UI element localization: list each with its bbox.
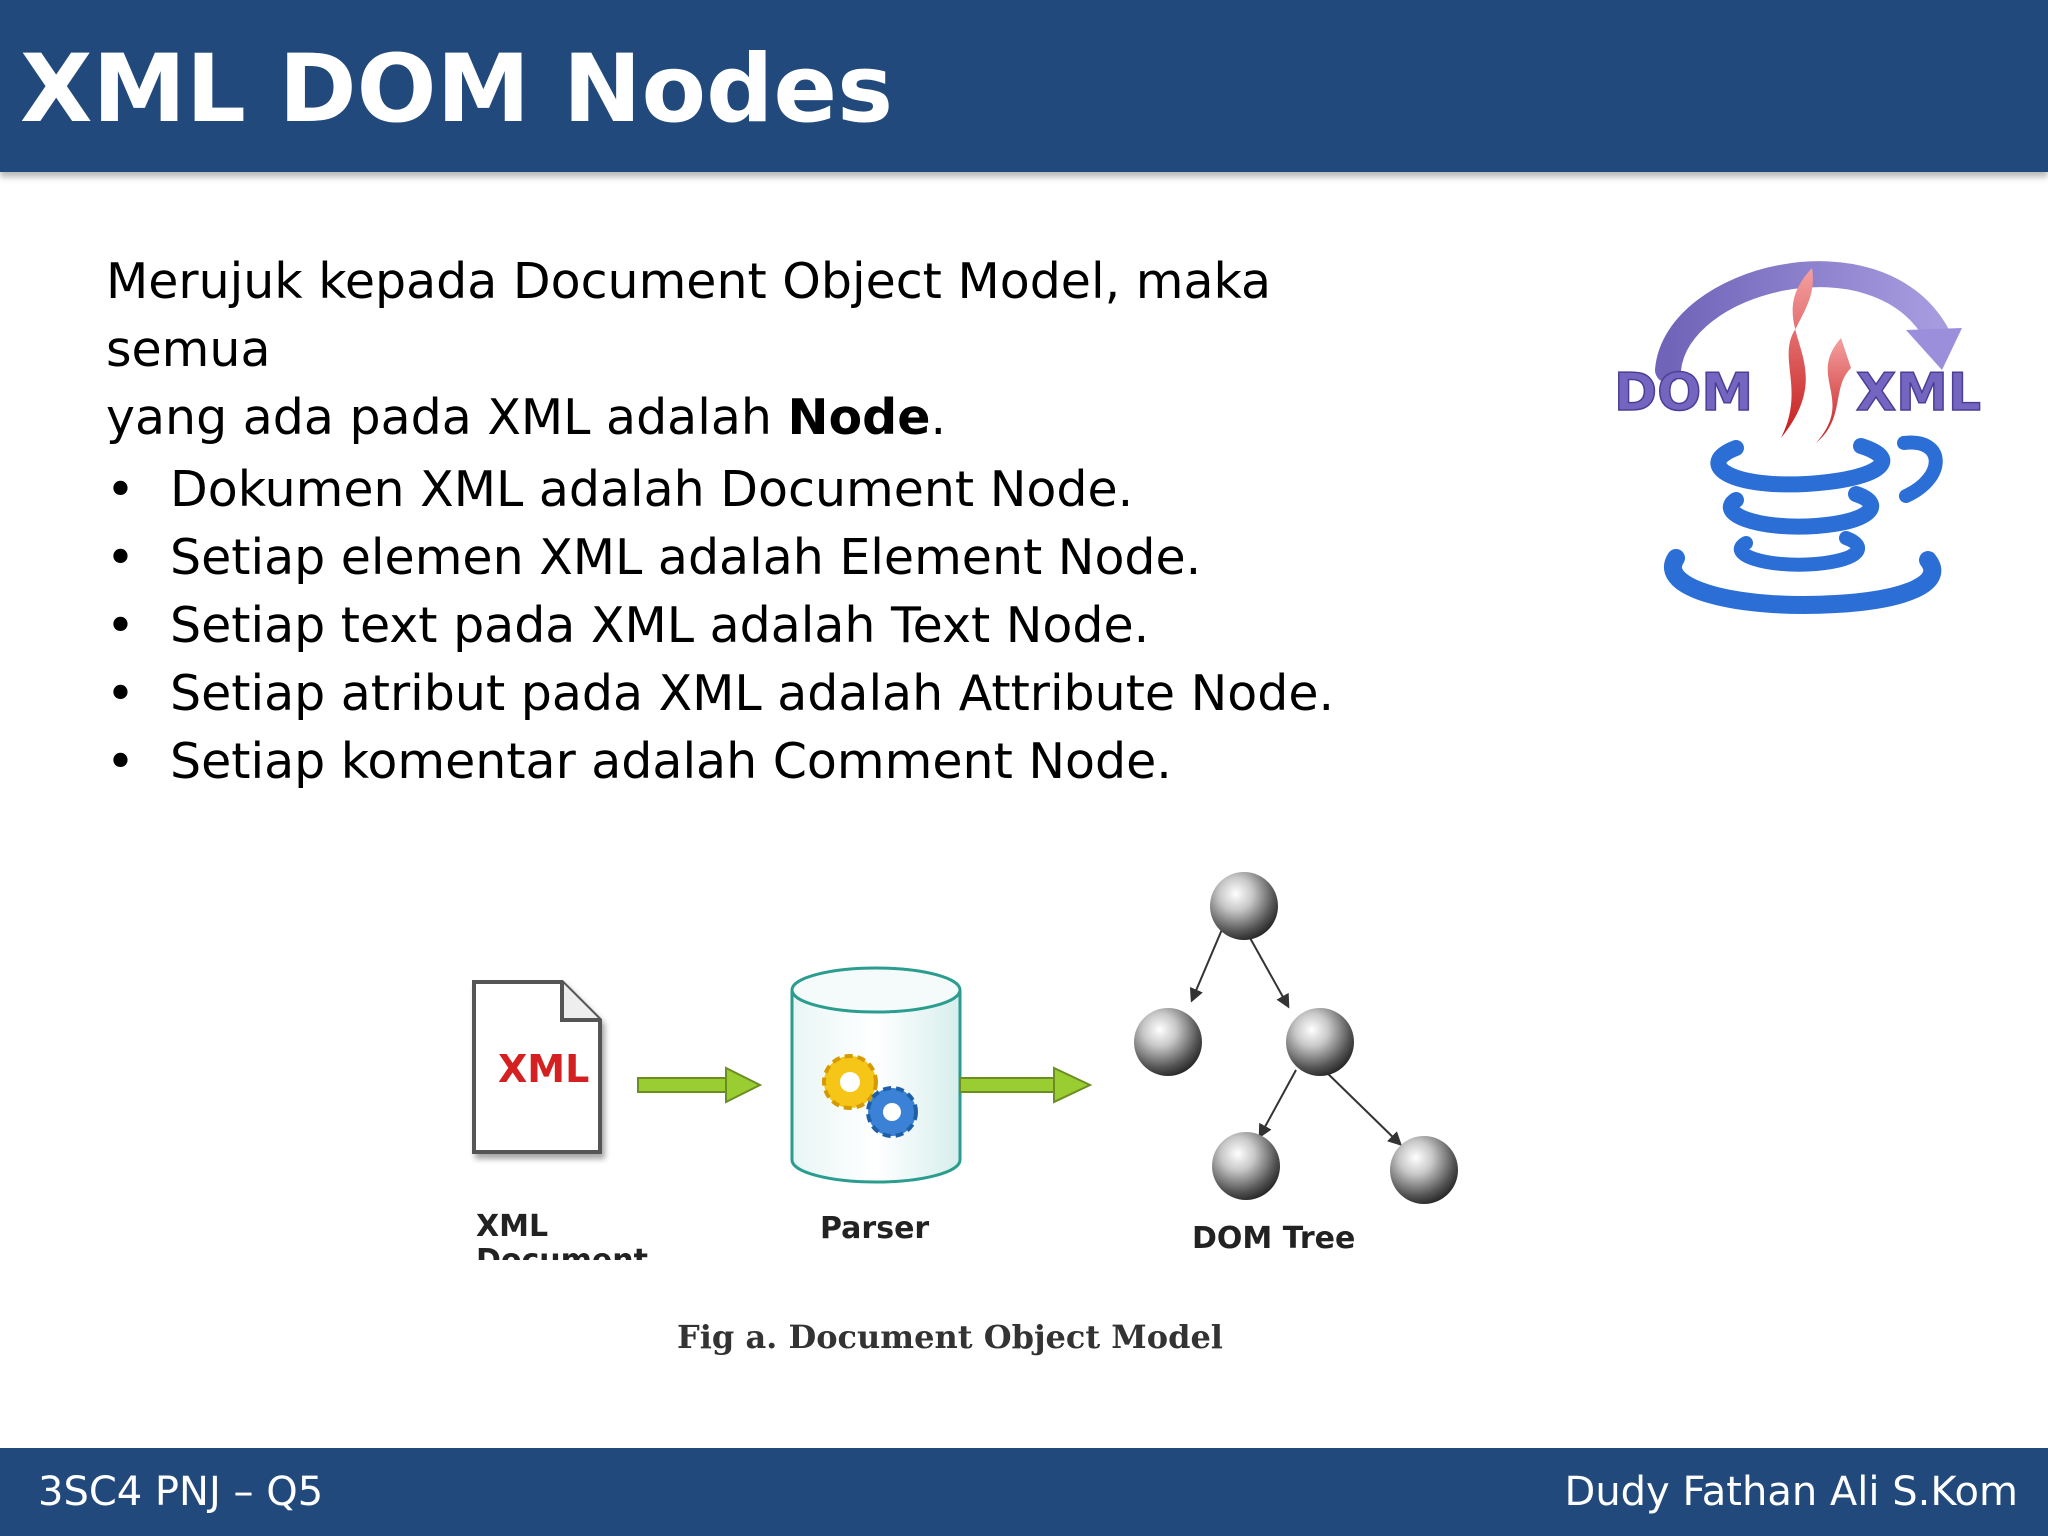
bullet-icon: •: [106, 529, 135, 586]
bullet-text: Setiap komentar adalah Comment Node.: [170, 733, 1172, 790]
dom-tree-icon: [1134, 872, 1458, 1204]
bullet-list: • Dokumen XML adalah Document Node. • Seti…: [106, 456, 1406, 796]
slide-footer: 3SC4 PNJ – Q5 Dudy Fathan Ali S.Kom: [0, 1448, 2048, 1536]
parser-label: Parser: [820, 1211, 929, 1246]
list-item: • Setiap text pada XML adalah Text Node.: [106, 592, 1406, 660]
arc-arrowhead-icon: [1906, 328, 1962, 370]
bullet-icon: •: [106, 665, 135, 722]
list-item: • Setiap elemen XML adalah Element Node.: [106, 524, 1406, 592]
footer-author: Dudy Fathan Ali S.Kom: [1564, 1469, 2018, 1515]
list-item: • Dokumen XML adalah Document Node.: [106, 456, 1406, 524]
xml-doc-icon-text: XML: [498, 1047, 589, 1091]
bullet-text: Dokumen XML adalah Document Node.: [170, 461, 1134, 518]
cup-icon: [1664, 435, 1943, 614]
parser-cylinder-icon: [790, 966, 962, 1184]
page-title: XML DOM Nodes: [20, 35, 894, 144]
bullet-icon: •: [106, 597, 135, 654]
intro-line-2-prefix: yang ada pada XML adalah: [106, 389, 788, 446]
list-item: • Setiap atribut pada XML adalah Attribut…: [106, 660, 1406, 728]
tree-node: [1134, 1008, 1202, 1076]
footer-course: 3SC4 PNJ – Q5: [38, 1469, 324, 1515]
dom-tree-label: DOM Tree: [1192, 1221, 1355, 1256]
flame-icon-2: [1816, 338, 1851, 443]
tree-node: [1390, 1136, 1458, 1204]
xml-document-icon: XML: [472, 980, 602, 1154]
intro-paragraph: Merujuk kepada Document Object Model, ma…: [106, 248, 1406, 452]
bullet-text: Setiap elemen XML adalah Element Node.: [170, 529, 1202, 586]
xml-document-label-2: Document: [476, 1243, 648, 1260]
slide-header: XML DOM Nodes: [0, 0, 2048, 172]
intro-line-2-suffix: .: [930, 389, 947, 446]
dom-diagram: XML XML Document Parser DOM: [472, 872, 1458, 1260]
tree-node: [1212, 1132, 1280, 1200]
figure-caption: Fig a. Document Object Model: [677, 1318, 1223, 1356]
arrow-icon: [959, 1066, 1093, 1104]
bullet-text: Setiap text pada XML adalah Text Node.: [170, 597, 1150, 654]
intro-line-1: Merujuk kepada Document Object Model, ma…: [106, 253, 1272, 378]
bullet-text: Setiap atribut pada XML adalah Attribute…: [170, 665, 1335, 722]
list-item: • Setiap komentar adalah Comment Node.: [106, 728, 1406, 796]
tree-node-root: [1210, 872, 1278, 940]
dom-xml-logo: DOM XML: [1613, 261, 1982, 614]
intro-node-bold: Node: [787, 389, 931, 446]
bullet-icon: •: [106, 733, 135, 790]
logo-dom-text: DOM: [1614, 363, 1753, 423]
gears-icon: [822, 1054, 918, 1138]
bullet-icon: •: [106, 461, 135, 518]
intro-line-2: yang ada pada XML adalah Node.: [106, 384, 1406, 452]
logo-xml-text: XML: [1856, 363, 1981, 423]
flame-icon: [1781, 268, 1813, 438]
arrow-icon: [637, 1066, 763, 1104]
xml-document-label-1: XML: [476, 1209, 548, 1244]
tree-node: [1286, 1008, 1354, 1076]
arc-arrow-icon: [1655, 261, 1949, 383]
